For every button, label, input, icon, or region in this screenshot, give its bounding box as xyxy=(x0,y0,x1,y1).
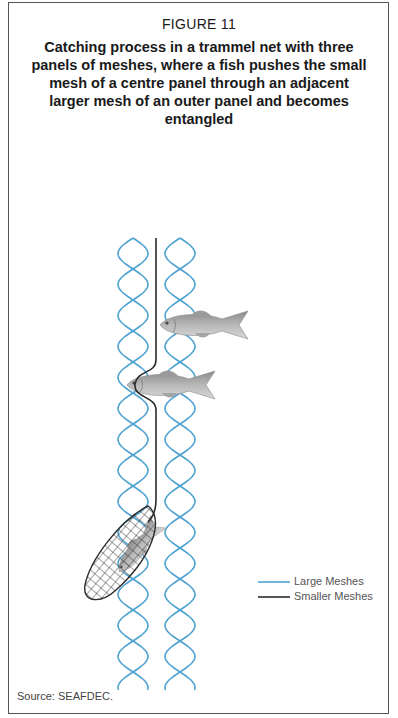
figure-caption: Catching process in a trammel net with t… xyxy=(30,38,368,128)
legend-label: Smaller Meshes xyxy=(294,590,373,602)
net-pocket xyxy=(85,506,156,600)
large-mesh-strand xyxy=(165,238,195,690)
legend-line-small xyxy=(258,596,290,598)
source-note: Source: SEAFDEC. xyxy=(17,690,113,702)
large-mesh-strand xyxy=(118,238,148,690)
large-mesh-strand xyxy=(165,238,195,690)
small-mesh-panel xyxy=(135,238,156,522)
legend-label: Large Meshes xyxy=(294,575,364,587)
large-mesh-panels xyxy=(118,238,195,690)
legend-line-large xyxy=(258,581,290,583)
figure-title: FIGURE 11 xyxy=(10,16,388,32)
fish-approaching xyxy=(160,311,248,339)
large-mesh-strand xyxy=(118,238,148,690)
